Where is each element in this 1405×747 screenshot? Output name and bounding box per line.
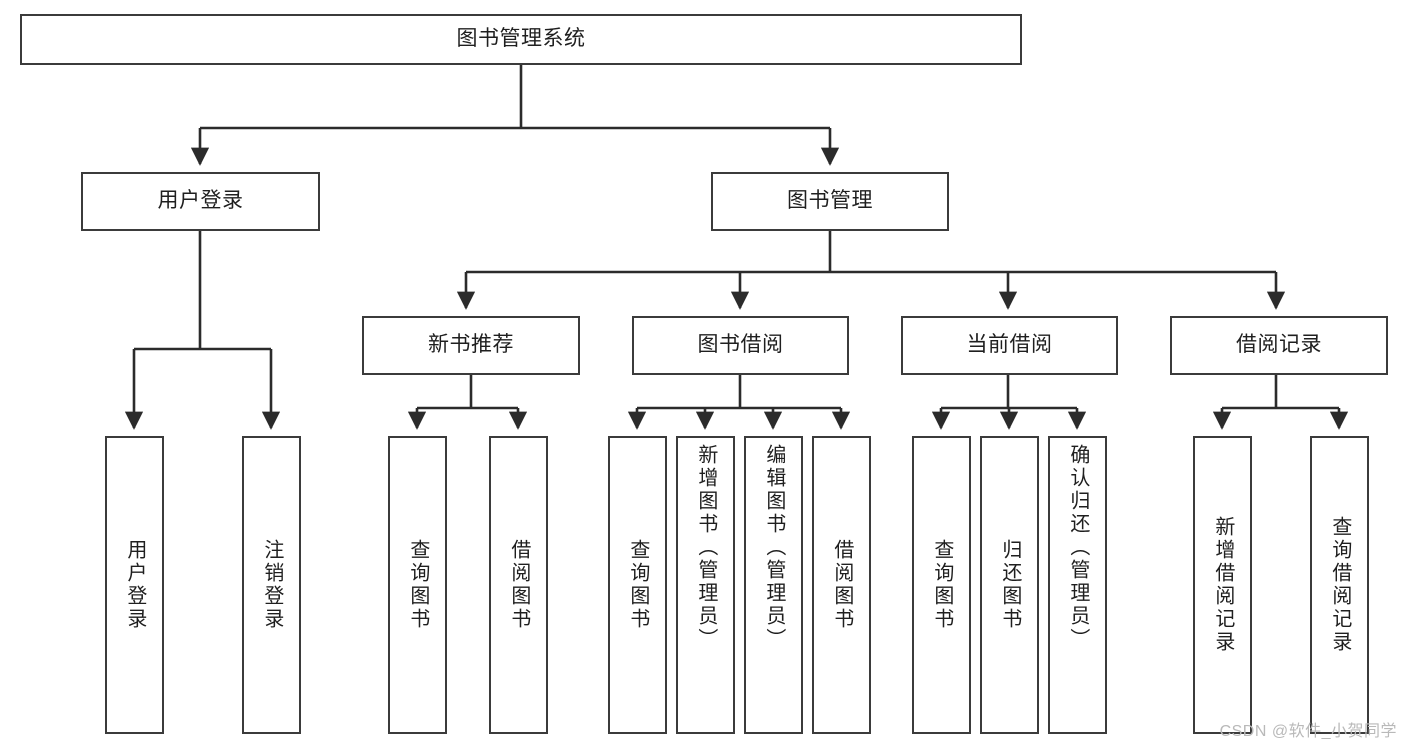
node-new-book-recommend[interactable]: 新书推荐 [362,316,580,375]
node-label: 注销登录 [260,539,283,631]
node-label: 借阅记录 [1236,333,1322,357]
node-borrow-record[interactable]: 借阅记录 [1170,316,1388,375]
node-root-book-management-system[interactable]: 图书管理系统 [20,14,1022,65]
node-book-management[interactable]: 图书管理 [711,172,949,231]
node-label: 用户登录 [157,189,244,213]
node-label: 确认归还（管理员） [1066,444,1089,651]
node-current-borrow[interactable]: 当前借阅 [901,316,1118,375]
node-label: 用户登录 [123,539,146,631]
node-label: 新增借阅记录 [1211,516,1234,654]
node-leaf-user-login[interactable]: 用户登录 [105,436,164,734]
node-leaf-edit-book-admin[interactable]: 编辑图书（管理员） [744,436,803,734]
node-leaf-query-book[interactable]: 查询图书 [608,436,667,734]
node-leaf-return-book[interactable]: 归还图书 [980,436,1039,734]
node-label: 查询图书 [930,539,953,631]
watermark: CSDN @软件_小贺同学 [1219,723,1397,740]
node-label: 新书推荐 [428,333,514,357]
node-leaf-query-book-recommend[interactable]: 查询图书 [388,436,447,734]
node-leaf-confirm-return-admin[interactable]: 确认归还（管理员） [1048,436,1107,734]
node-label: 图书借阅 [697,333,784,357]
node-leaf-add-book-admin[interactable]: 新增图书（管理员） [676,436,735,734]
node-leaf-borrow-book[interactable]: 借阅图书 [812,436,871,734]
node-user-login[interactable]: 用户登录 [81,172,320,231]
node-leaf-add-borrow-record[interactable]: 新增借阅记录 [1193,436,1252,734]
node-label: 图书管理 [787,189,873,213]
node-label: 查询图书 [626,539,649,631]
node-leaf-borrow-book-recommend[interactable]: 借阅图书 [489,436,548,734]
node-label: 新增图书（管理员） [694,444,717,651]
node-leaf-query-borrow-record[interactable]: 查询借阅记录 [1310,436,1369,734]
node-label: 查询图书 [406,539,429,631]
node-leaf-logout[interactable]: 注销登录 [242,436,301,734]
node-leaf-query-book-current[interactable]: 查询图书 [912,436,971,734]
node-label: 查询借阅记录 [1328,516,1351,654]
node-label: 编辑图书（管理员） [762,444,785,651]
node-book-borrow[interactable]: 图书借阅 [632,316,849,375]
node-label: 当前借阅 [966,333,1053,357]
node-label: 借阅图书 [830,539,853,631]
node-label: 借阅图书 [507,539,530,631]
node-label: 归还图书 [998,539,1021,631]
node-label: 图书管理系统 [456,27,586,51]
